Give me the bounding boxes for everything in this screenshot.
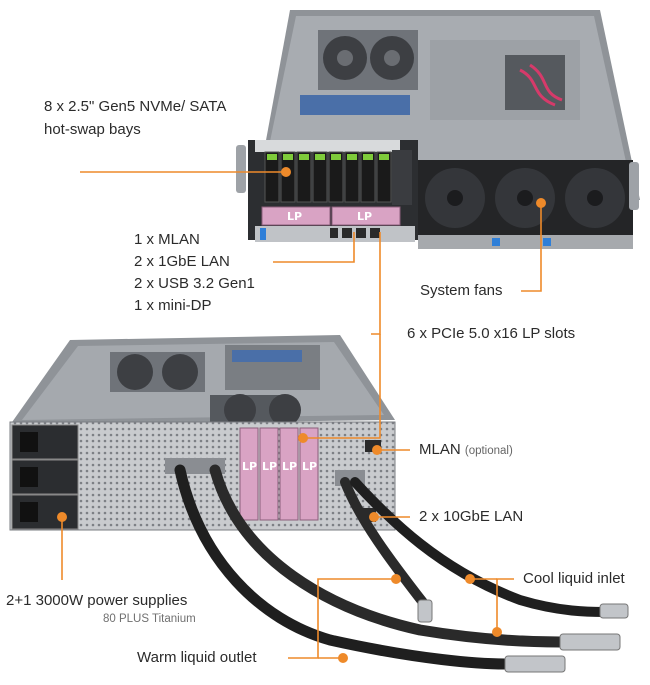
mlan-label: MLAN (optional)	[419, 439, 513, 462]
ports-label-1gbe: 2 x 1GbE LAN	[134, 253, 230, 270]
mlan-optional-text: (optional)	[464, 445, 513, 457]
cool-inlet-label: Cool liquid inlet	[523, 570, 625, 587]
ports-label-mlan: 1 x MLAN	[134, 231, 200, 248]
front-lp-label-2: LP	[357, 210, 372, 223]
callout-lines	[61, 171, 542, 659]
rear-lp-label-3: LP	[282, 460, 297, 473]
lan10-label: 2 x 10GbE LAN	[419, 508, 524, 525]
rear-server: LP LP LP LP	[9, 335, 396, 531]
drive-bays	[264, 151, 392, 203]
psu-label: 2+1 3000W power supplies	[6, 592, 188, 609]
mlan-label-text: MLAN	[419, 441, 461, 458]
rear-lp-label-1: LP	[242, 460, 257, 473]
cool-inlet-coupler	[559, 633, 621, 651]
psu-sub-label: 80 PLUS Titanium	[103, 613, 196, 625]
pcie-slots-label: 6 x PCIe 5.0 x16 LP slots	[407, 325, 576, 342]
callout-dots	[57, 167, 546, 663]
bays-label-line2: hot-swap bays	[44, 121, 141, 138]
bays-label-line1: 8 x 2.5" Gen5 NVMe/ SATA	[44, 98, 227, 115]
power-supplies	[11, 424, 79, 530]
ports-label-usb: 2 x USB 3.2 Gen1	[134, 275, 255, 292]
ports-label-minidp: 1 x mini-DP	[134, 297, 212, 314]
rear-lp-label-4: LP	[302, 460, 317, 473]
system-fans-label: System fans	[420, 282, 503, 299]
rear-pcie-slots: LP LP LP LP	[239, 427, 319, 521]
warm-outlet-coupler	[504, 655, 566, 673]
warm-outlet-label: Warm liquid outlet	[137, 649, 257, 666]
front-lp-label-1: LP	[287, 210, 302, 223]
rear-lp-label-2: LP	[262, 460, 277, 473]
front-server: LP LP	[236, 10, 640, 249]
